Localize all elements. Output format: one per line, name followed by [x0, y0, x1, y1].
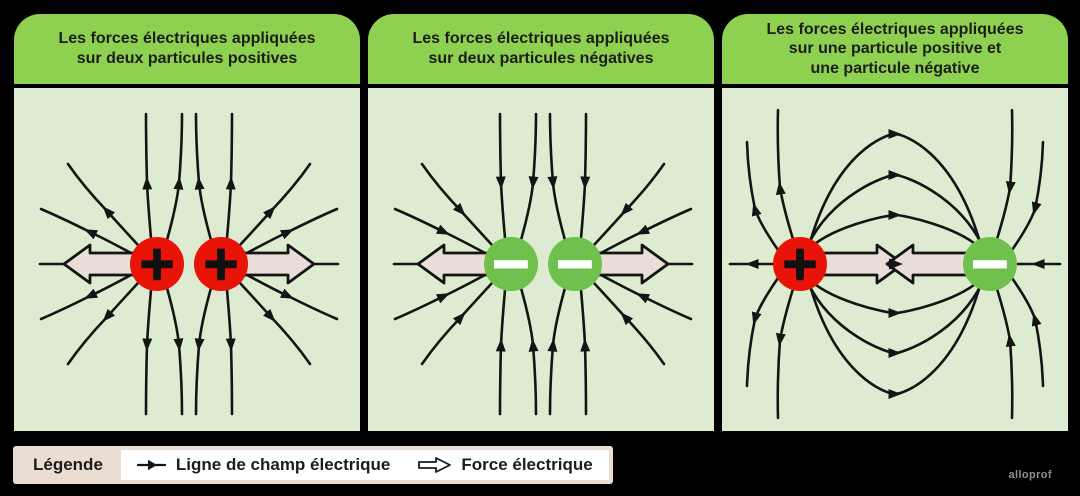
legend-item-label: Force électrique — [461, 455, 593, 474]
panel-title-line: Les forces électriques appliquées — [766, 20, 1024, 38]
panel-header: Les forces électriques appliquées sur de… — [368, 14, 714, 84]
negative-particle — [963, 237, 1017, 291]
particle-sign: + — [138, 236, 177, 290]
particle-sign: + — [202, 236, 241, 290]
legend-item-field-line: Ligne de champ électrique — [136, 455, 391, 475]
force-arrow-left — [821, 243, 905, 285]
panel-header: Les forces électriques appliquées sur de… — [14, 14, 360, 84]
panel-two-negative: Les forces électriques appliquées sur de… — [368, 14, 714, 431]
field-diagram-two-positive: + + — [14, 88, 360, 431]
negative-particle — [548, 237, 602, 291]
particle-sign: − — [490, 234, 532, 292]
legend-title: Légende — [33, 455, 103, 474]
positive-particle — [194, 237, 248, 291]
negative-particle — [484, 237, 538, 291]
panel-title-line: sur deux particules négatives — [428, 50, 654, 67]
panel-title-line: une particule négative — [810, 59, 980, 77]
panel-title-line: sur une particule positive et — [788, 40, 1002, 58]
field-diagram-positive-negative: + − — [722, 88, 1068, 431]
watermark: alloprof — [1008, 469, 1052, 481]
panel-title-line: Les forces électriques appliquées — [412, 30, 670, 48]
legend-item-label: Ligne de champ électrique — [175, 455, 391, 474]
field-diagram-two-negative: − − — [368, 88, 714, 431]
force-arrow-right — [885, 243, 969, 285]
panel-two-positive: Les forces électriques appliquées sur de… — [14, 14, 360, 431]
panel-header: Les forces électriques appliquées sur un… — [722, 14, 1068, 84]
force-arrow-left — [416, 243, 490, 285]
panel-title-line: sur deux particules positives — [76, 50, 298, 67]
positive-particle — [130, 237, 184, 291]
force-arrow-icon — [418, 457, 452, 473]
force-arrow-right — [242, 243, 316, 285]
legend: Légende Ligne de champ électrique Force … — [13, 446, 613, 484]
positive-particle — [773, 237, 827, 291]
particle-sign: − — [969, 234, 1011, 292]
field-line-icon — [136, 459, 167, 471]
force-arrow-right — [596, 243, 670, 285]
field-line-center-arrowhead — [889, 258, 903, 270]
panel-positive-negative: Les forces électriques appliquées sur un… — [722, 14, 1068, 431]
field-lines — [38, 112, 340, 416]
particle-sign: + — [781, 236, 820, 290]
panel-title-line: Les forces électriques appliquées — [58, 30, 316, 48]
legend-items: Ligne de champ électrique Force électriq… — [120, 450, 609, 480]
particle-sign: − — [554, 234, 596, 292]
panel-columns: Les forces électriques appliquées sur de… — [14, 14, 1068, 431]
legend-item-force: Force électrique — [418, 455, 593, 475]
force-arrow-left — [62, 243, 136, 285]
